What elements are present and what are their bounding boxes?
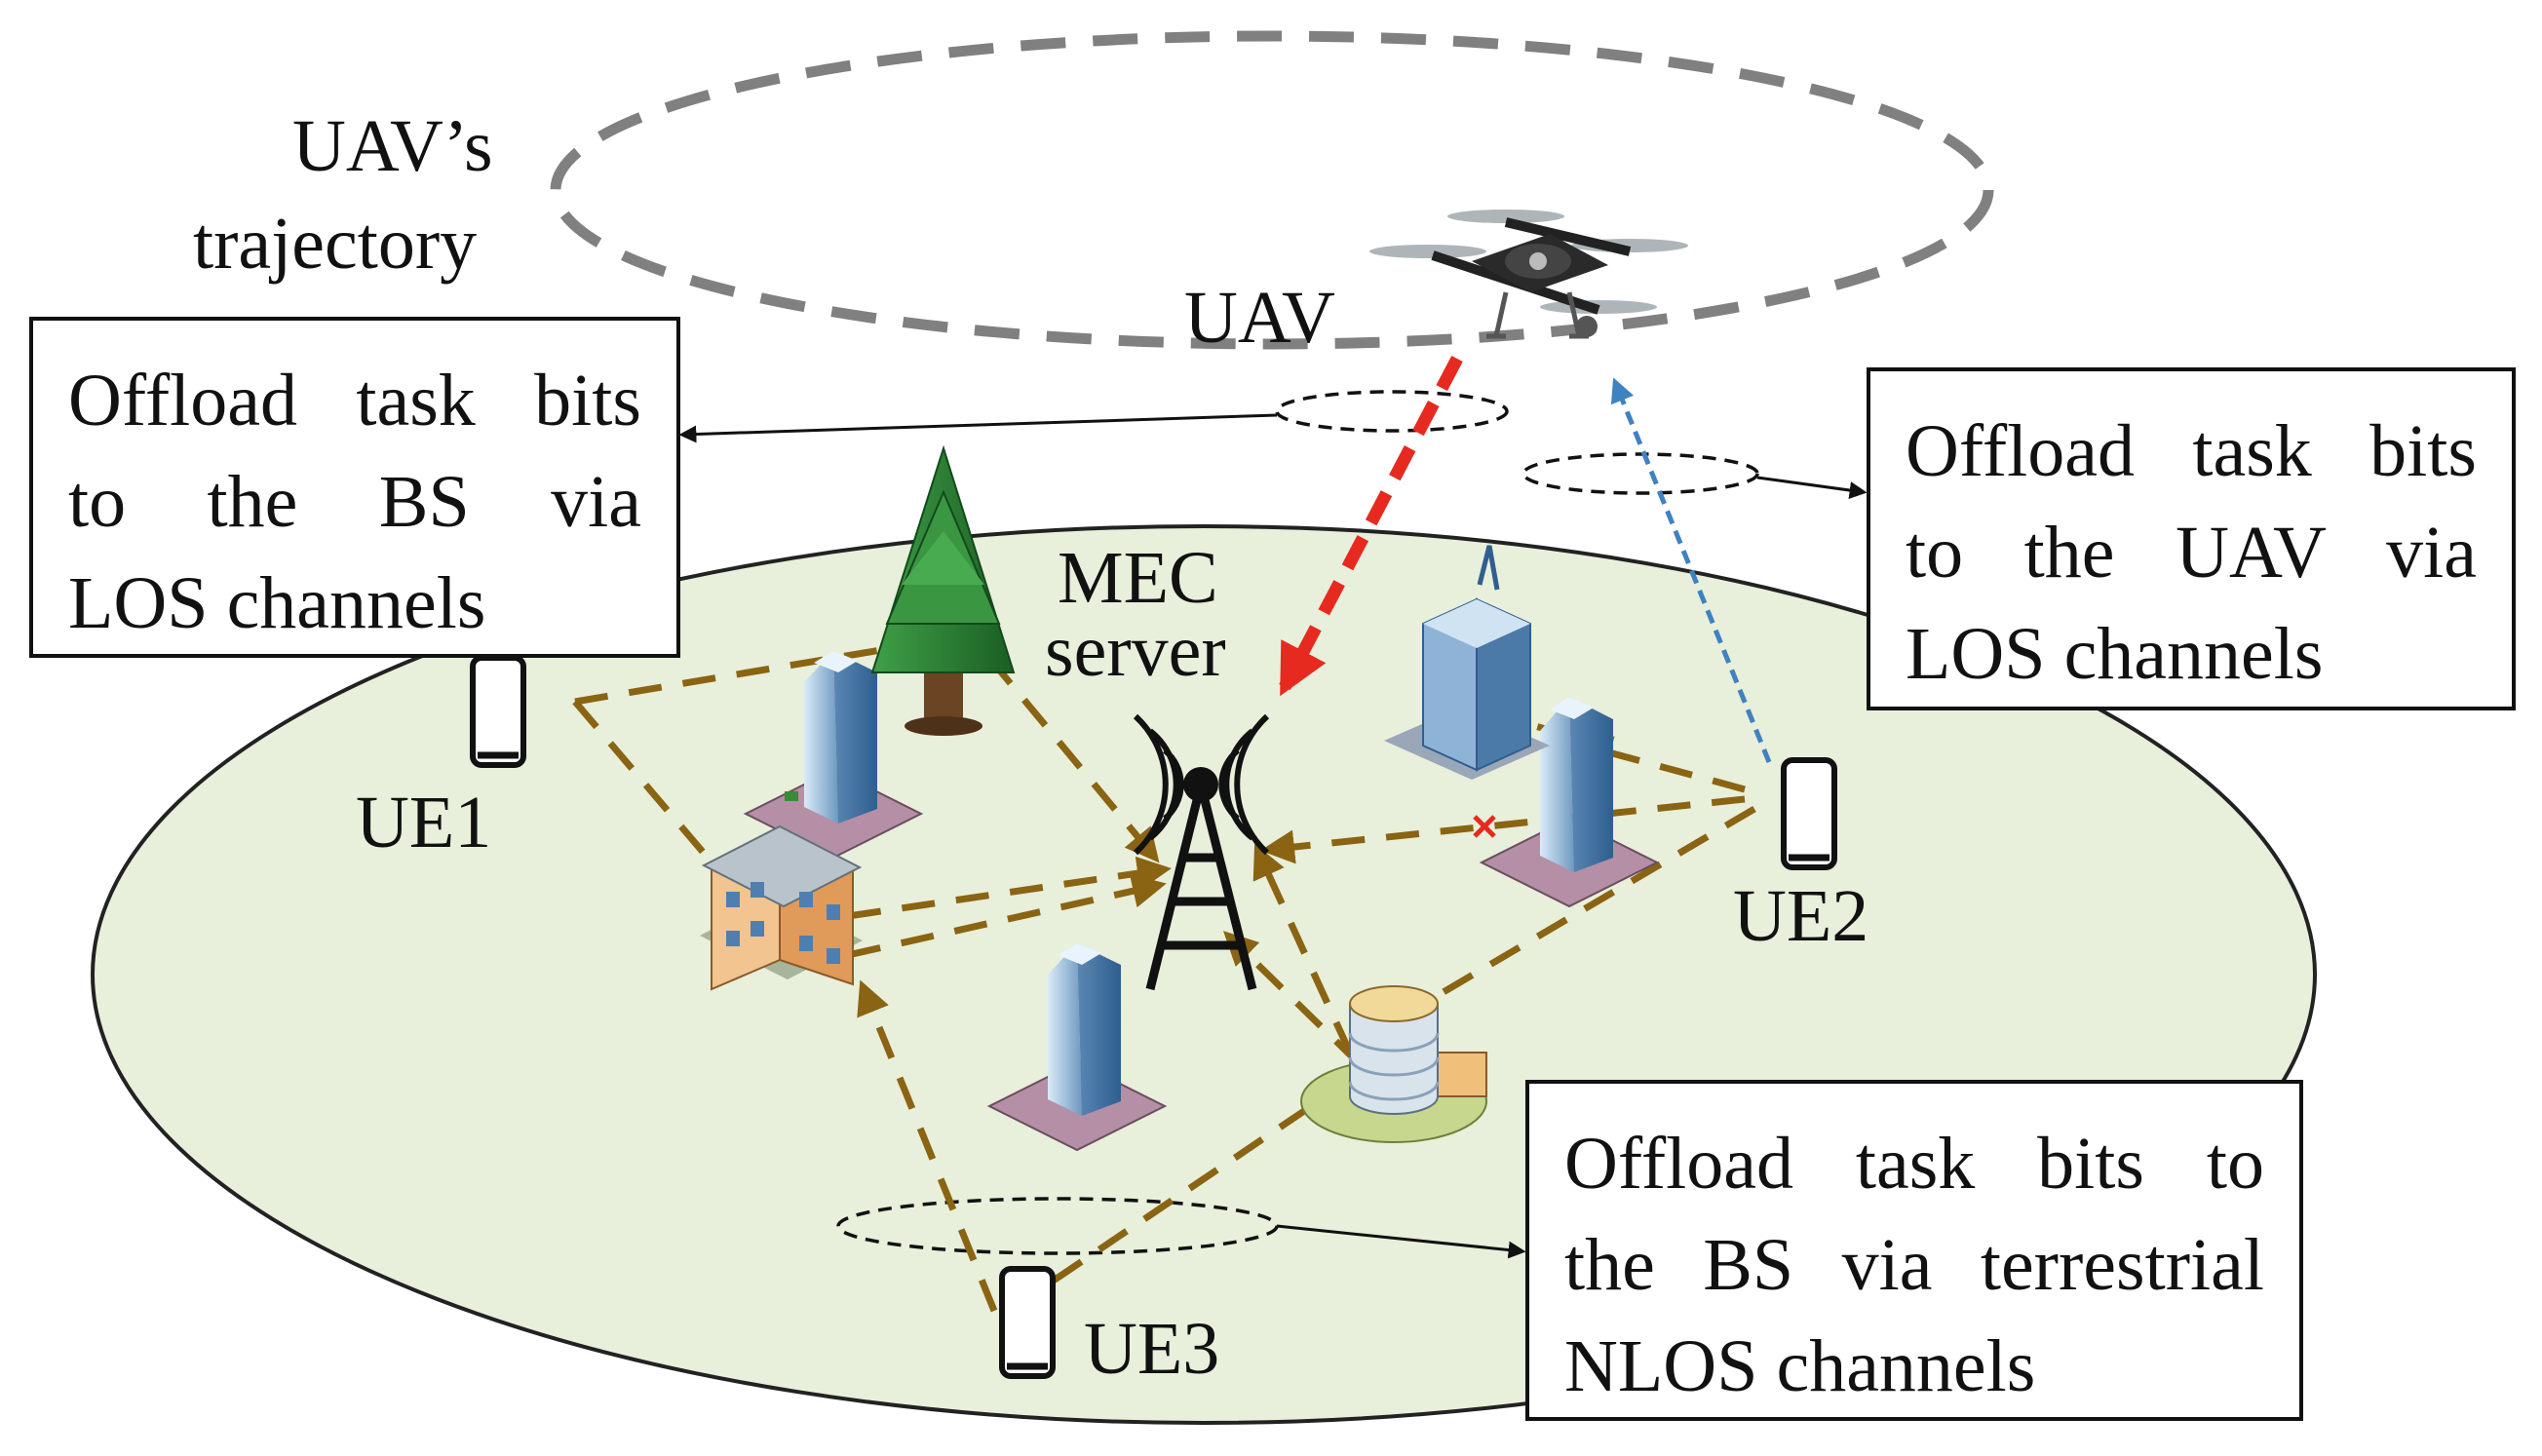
nlos-path-tree-bs [986, 655, 1160, 863]
nlos-path-ue2-bs [1260, 795, 1746, 864]
bs-los-link-ellipse [1275, 390, 1509, 433]
uav-trajectory-ellipse [550, 30, 1994, 350]
callout-uav-los-line2: to the UAV via [1906, 512, 2477, 594]
callout-bs-nlos-line3: NLOS channels [1564, 1325, 2036, 1407]
mec-server-label-line1: MEC [1058, 537, 1218, 619]
smartphone-icon [1781, 757, 1837, 870]
mec-server-label-line2: server [1045, 610, 1226, 692]
callout-uav-los-line3: LOS channels [1906, 613, 2324, 695]
bs-los-leader-arrow [678, 413, 1278, 443]
city-building-icon [1479, 697, 1660, 908]
nlos-path-ue1-tree [574, 626, 957, 706]
red-x-icon [1473, 815, 1496, 838]
pine-tree-icon [870, 444, 1016, 736]
ue1-label: UE1 [356, 782, 492, 863]
uav-los-link-ellipse [1521, 452, 1759, 495]
uav-label: UAV [1184, 277, 1335, 359]
callout-bs-los-line1: Offload task bits [68, 360, 641, 441]
radio-tower-icon [1133, 713, 1270, 991]
ue2-to-uav-link [1610, 377, 1772, 763]
office-building-icon [1384, 545, 1550, 780]
callout-bs-nlos-line2: the BS via terrestrial [1564, 1224, 2264, 1306]
smartphone-icon [999, 1266, 1056, 1379]
nlos-path-ue3-building [857, 979, 998, 1313]
ue3-label: UE3 [1084, 1308, 1220, 1390]
uav-trajectory-label-line1: UAV’s [292, 105, 493, 187]
callout-bs-los: Offload task bits to the BS via LOS chan… [29, 317, 680, 658]
nlos-path-ue2-cylinder [1397, 805, 1756, 1022]
uav-to-bs-link [1279, 355, 1463, 697]
nlos-path-ue1-building [572, 699, 744, 900]
callout-bs-los-line3: LOS channels [68, 562, 486, 644]
cylinder-building-icon [1300, 985, 1487, 1143]
callout-bs-nlos-line1: Offload task bits to [1564, 1123, 2264, 1205]
apartment-building-icon [700, 824, 863, 991]
ue2-label: UE2 [1733, 875, 1869, 957]
uav-trajectory-label-line2: trajectory [193, 203, 478, 285]
nlos-path-cylinder-bs-1 [1222, 931, 1363, 1067]
smartphone-icon [470, 655, 526, 768]
quadcopter-drone-icon [1369, 210, 1688, 339]
callout-bs-nlos: Offload task bits to the BS via terrestr… [1525, 1080, 2303, 1421]
callout-uav-los: Offload task bits to the UAV via LOS cha… [1867, 367, 2516, 710]
nlos-leader-arrow [1276, 1224, 1526, 1259]
callout-bs-los-line2: to the BS via [68, 461, 641, 543]
callout-uav-los-line1: Offload task bits [1906, 410, 2477, 492]
nlos-path-cylinder-bs-2 [1252, 843, 1354, 1054]
uav-los-leader-arrow [1756, 476, 1868, 499]
city-building-icon [986, 943, 1168, 1152]
